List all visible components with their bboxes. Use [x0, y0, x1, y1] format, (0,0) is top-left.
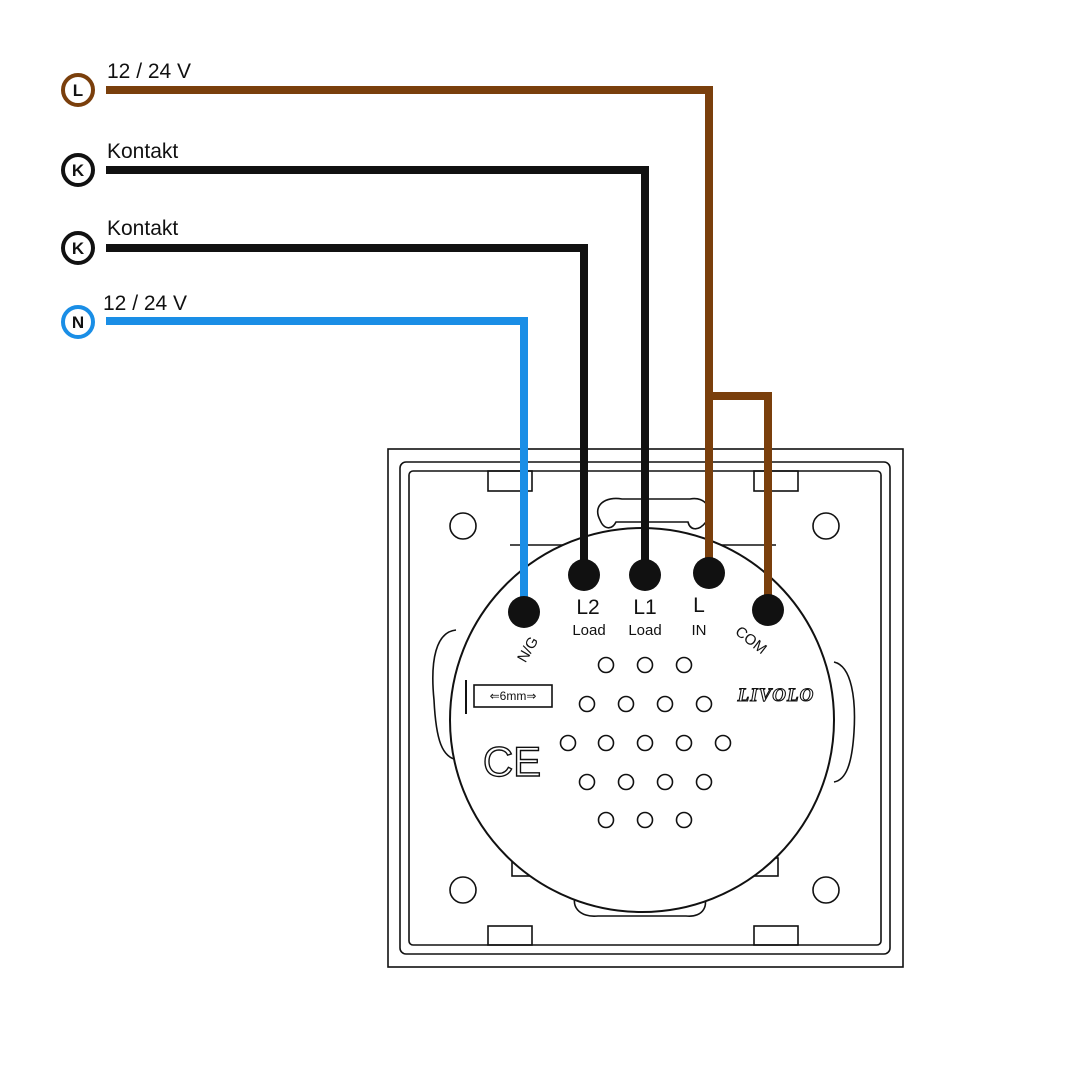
terminal-com — [752, 594, 784, 626]
wire-label-live: 12 / 24 V — [107, 60, 191, 83]
vent-hole — [656, 773, 674, 791]
terminal-l1 — [629, 559, 661, 591]
terminal-label-l2: L2 — [576, 596, 599, 619]
terminal-l2 — [568, 559, 600, 591]
vent-hole — [597, 811, 615, 829]
badge-circle-contact-2 — [61, 231, 95, 265]
terminal-sub-l1: Load — [628, 622, 661, 639]
vent-hole — [636, 811, 654, 829]
clip-bottom-right — [753, 925, 799, 946]
vent-holes — [559, 656, 732, 829]
terminal-label-l: L — [693, 594, 705, 617]
wire-badge-neutral: N 12 / 24 V — [61, 292, 187, 339]
wire-neutral — [106, 317, 528, 612]
screw-hole-top-left — [449, 512, 477, 540]
terminal-sub-l2: Load — [572, 622, 605, 639]
strip-gauge-text: ⇐6mm⇒ — [490, 689, 537, 703]
vent-hole — [559, 734, 577, 752]
screw-hole-bottom-right — [812, 876, 840, 904]
terminal-l — [693, 557, 725, 589]
clip-bottom-left — [487, 925, 533, 946]
wire-badge-contact-2: K Kontakt — [61, 217, 178, 265]
wire-badge-live: L 12 / 24 V — [61, 60, 191, 107]
badge-circle-neutral — [61, 305, 95, 339]
wire-label-contact-1: Kontakt — [107, 140, 178, 163]
wires — [106, 86, 772, 612]
vent-hole — [597, 656, 615, 674]
clip-top-left — [487, 470, 533, 492]
badge-circle-live — [61, 73, 95, 107]
badge-letter-live: L — [73, 81, 83, 100]
wire-label-neutral: 12 / 24 V — [103, 292, 187, 315]
badge-letter-neutral: N — [72, 313, 84, 332]
vent-hole — [617, 695, 635, 713]
badge-letter-contact-2: K — [72, 239, 85, 258]
screw-hole-bottom-left — [449, 876, 477, 904]
screw-hole-top-right — [812, 512, 840, 540]
terminal-ng — [508, 596, 540, 628]
vent-hole — [597, 734, 615, 752]
switch-backplate: ⇐6mm⇒ CE LIVOLO N/G L2 Load L1 Load L IN… — [387, 448, 904, 968]
strip-gauge-box — [473, 684, 553, 708]
vent-hole — [656, 695, 674, 713]
vent-hole — [636, 656, 654, 674]
vent-hole — [636, 734, 654, 752]
vent-hole — [695, 773, 713, 791]
wire-live-com — [709, 392, 772, 610]
brand-logo: LIVOLO — [737, 685, 815, 706]
ce-mark: CE — [483, 738, 541, 785]
wire-contact-l2 — [106, 244, 588, 575]
vent-hole — [675, 734, 693, 752]
wire-live — [106, 86, 713, 573]
wire-badge-contact-1: K Kontakt — [61, 140, 178, 187]
wire-label-contact-2: Kontakt — [107, 217, 178, 240]
badge-circle-contact-1 — [61, 153, 95, 187]
clip-top-right — [753, 470, 799, 492]
latch-tab-top — [597, 497, 710, 530]
vent-hole — [695, 695, 713, 713]
vent-hole — [617, 773, 635, 791]
side-bump-left — [432, 629, 459, 761]
badge-letter-contact-1: K — [72, 161, 85, 180]
terminal-label-l1: L1 — [633, 596, 656, 619]
side-bump-right — [833, 661, 856, 783]
wire-contact-l1 — [106, 166, 649, 575]
terminals — [508, 557, 784, 628]
vent-hole — [714, 734, 732, 752]
vent-hole — [675, 811, 693, 829]
terminal-sub-in: IN — [692, 622, 707, 639]
vent-hole — [675, 656, 693, 674]
strip-gauge: ⇐6mm⇒ — [465, 680, 553, 714]
vent-hole — [578, 773, 596, 791]
vent-hole — [578, 695, 596, 713]
